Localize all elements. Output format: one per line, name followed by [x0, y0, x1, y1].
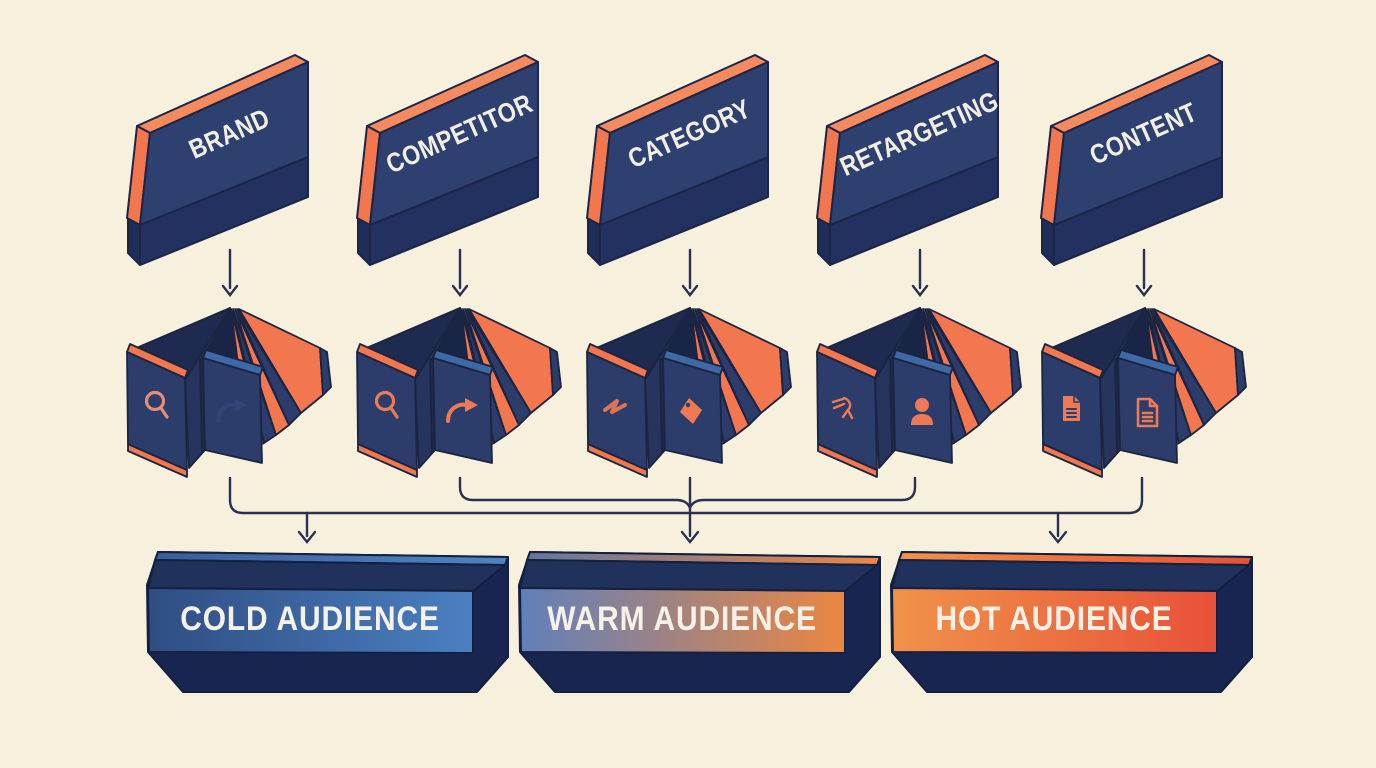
source-signs: BRAND COMPETITOR CATEGORY RETARGETING CO… [126, 54, 1223, 266]
down-arrow-icon [451, 248, 469, 297]
bar-hot-audience: HOT AUDIENCE [890, 551, 1253, 693]
bar-cold-audience: COLD AUDIENCE [146, 551, 509, 693]
click-sketch-icon [831, 396, 854, 420]
sign-brand: BRAND [126, 54, 309, 266]
spark-icon [603, 399, 627, 414]
fan-to-audience-connectors [228, 476, 1144, 544]
sign-content: CONTENT [1040, 54, 1223, 266]
document-icon [1136, 397, 1159, 428]
down-arrow-icon [1048, 530, 1068, 544]
search-icon [374, 390, 399, 419]
card-fans [126, 307, 1247, 478]
price-tag-icon [680, 398, 702, 424]
sign-category: CATEGORY [586, 54, 769, 266]
fan-brand [126, 307, 332, 478]
audience-bars: COLD AUDIENCE WARM AUDIENCE HOT AUDIENCE [146, 551, 1253, 693]
connector-outer [228, 476, 1144, 515]
fan-competitor [356, 307, 562, 478]
document-icon [1063, 396, 1080, 421]
down-arrow-icon [680, 530, 700, 544]
fan-retargeting [816, 307, 1022, 478]
down-arrow-icon [911, 248, 929, 297]
bar-warm-audience: WARM AUDIENCE [518, 551, 881, 693]
bar-label-cold: COLD AUDIENCE [180, 599, 440, 637]
user-icon [911, 398, 933, 425]
down-arrow-icon [1135, 248, 1153, 297]
down-arrow-icon [221, 248, 239, 297]
down-arrow-icon [681, 248, 699, 297]
bar-label-warm: WARM AUDIENCE [547, 599, 817, 637]
share-arrow-icon [216, 399, 247, 423]
share-arrow-icon [446, 398, 478, 423]
fan-category [586, 307, 792, 478]
down-arrow-icon [297, 530, 317, 544]
fan-content [1041, 307, 1247, 478]
search-icon [144, 390, 169, 419]
bar-label-hot: HOT AUDIENCE [935, 599, 1172, 637]
sign-to-fan-arrows [221, 248, 1153, 297]
